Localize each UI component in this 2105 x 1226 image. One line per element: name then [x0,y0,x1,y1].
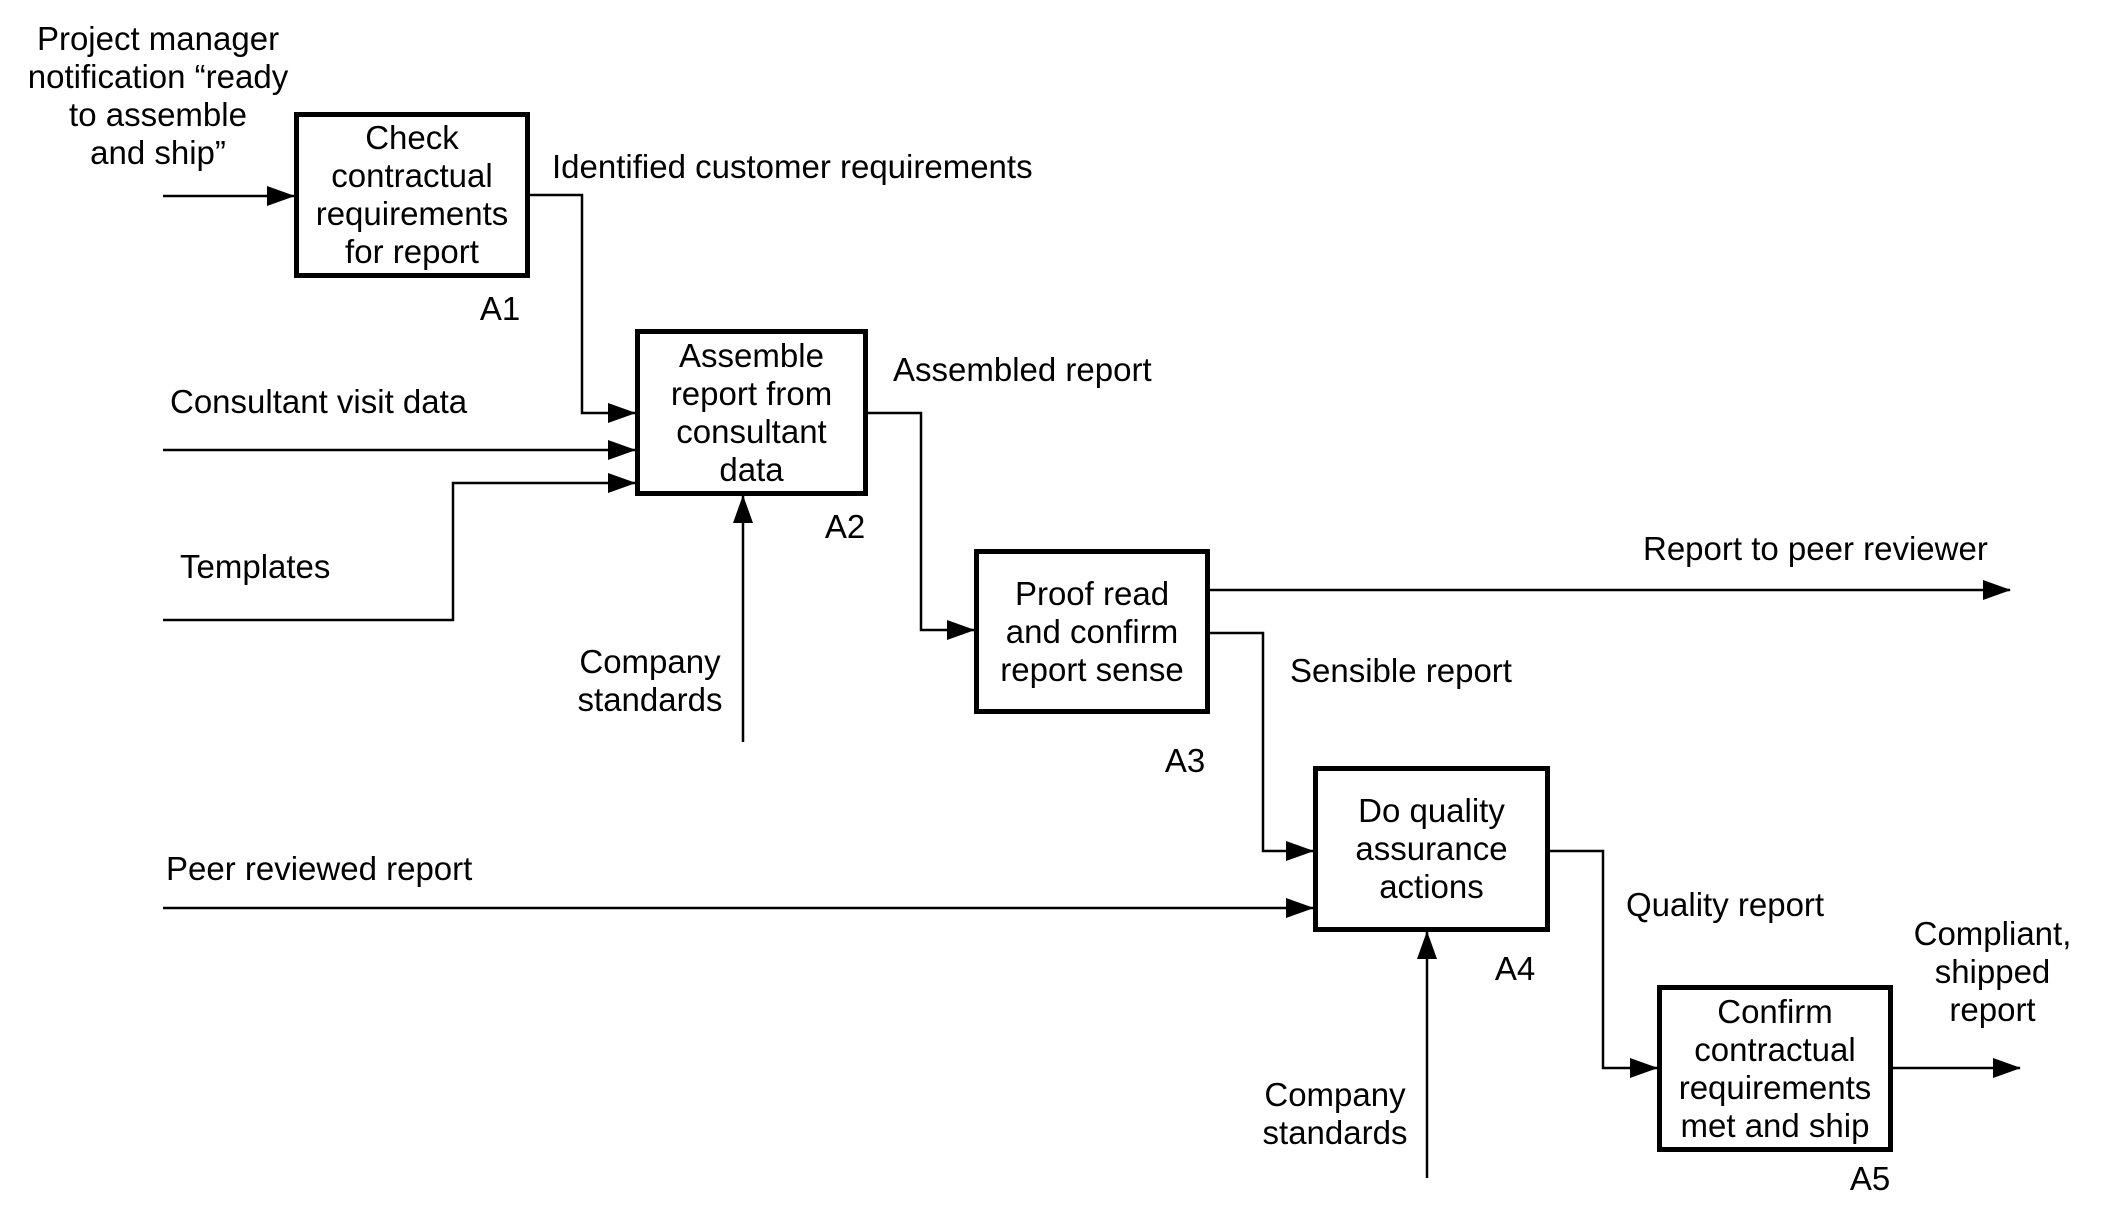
label-identified-customer-requirements: Identified customer requirements [552,148,1033,185]
process-box-a1-label: Check contractual requirements for repor… [315,119,509,270]
label-consultant-visit-data: Consultant visit data [170,383,468,420]
arrow-a2-output-to-a3 [868,411,975,640]
arrow-a1-output-to-a2 [530,193,636,423]
process-box-a3: Proof read and confirm report sense [974,549,1210,714]
arrow-a3-output-to-a4 [1210,631,1314,861]
label-compliant-shipped-report: Compliant, shipped report [1913,915,2072,1028]
label-company-standards-a4: Company standards [1262,1076,1408,1151]
label-assembled-report: Assembled report [893,351,1152,388]
label-quality-report: Quality report [1626,886,1825,923]
node-tag-a3: A3 [1164,742,1206,779]
process-box-a2: Assemble report from consultant data [635,329,868,496]
label-templates: Templates [180,548,331,585]
node-tag-a5: A5 [1849,1160,1891,1197]
label-report-to-peer-reviewer: Report to peer reviewer [1643,530,1988,567]
process-box-a5-label: Confirm contractual requirements met and… [1678,992,1872,1144]
process-box-a4-label: Do quality assurance actions [1355,792,1508,905]
label-peer-reviewed-report: Peer reviewed report [166,850,473,887]
label-company-standards-a2: Company standards [577,643,723,718]
arrow-templates-to-a2 [163,473,636,622]
process-box-a3-label: Proof read and confirm report sense [1000,574,1184,688]
process-box-a4: Do quality assurance actions [1313,766,1550,932]
process-box-a2-label: Assemble report from consultant data [670,336,833,488]
node-tag-a1: A1 [479,290,521,327]
arrow-a4-output-to-a5 [1550,849,1658,1078]
node-tag-a4: A4 [1494,950,1536,987]
label-sensible-report: Sensible report [1290,652,1512,689]
process-box-a5: Confirm contractual requirements met and… [1657,985,1893,1152]
node-tag-a2: A2 [824,508,866,545]
label-pm-notification: Project manager notification “ready to a… [27,20,289,171]
process-box-a1: Check contractual requirements for repor… [294,112,530,278]
